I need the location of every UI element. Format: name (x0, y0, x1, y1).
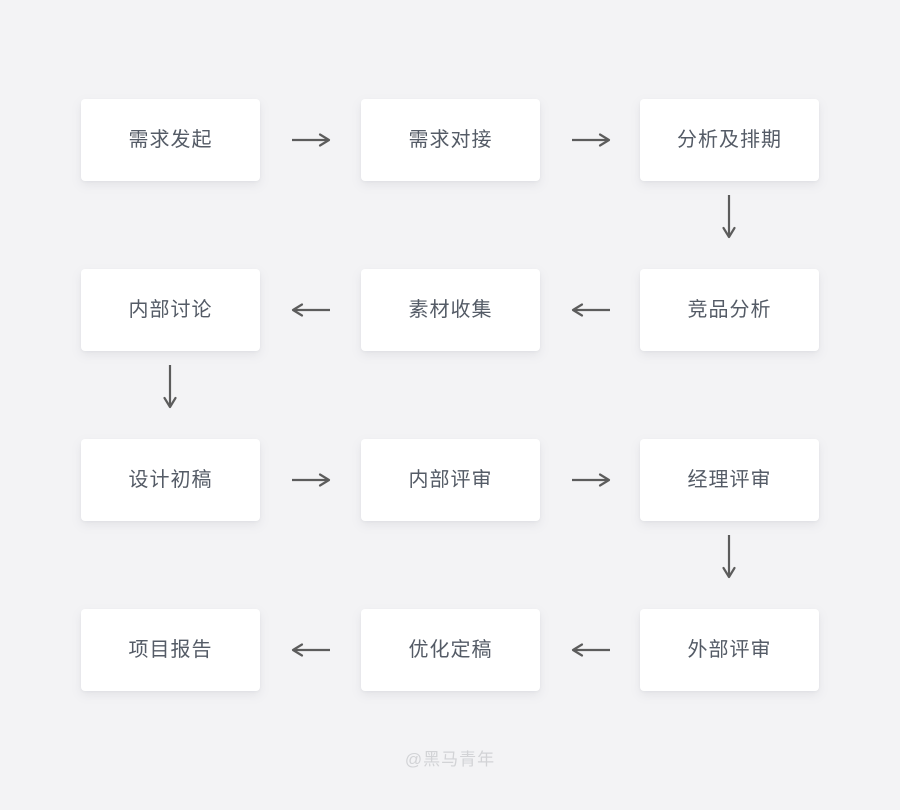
arrow-left-icon (281, 638, 341, 662)
arrow-left-icon (281, 298, 341, 322)
flow-node-requirement-handoff[interactable]: 需求对接 (361, 99, 540, 181)
flow-node-manager-review[interactable]: 经理评审 (640, 439, 819, 521)
flow-node-requirement-initiation[interactable]: 需求发起 (81, 99, 260, 181)
node-label: 外部评审 (687, 639, 772, 661)
flow-node-optimized-final-draft[interactable]: 优化定稿 (361, 609, 540, 691)
flow-node-material-collection[interactable]: 素材收集 (361, 269, 540, 351)
node-label: 项目报告 (128, 639, 213, 661)
flow-node-internal-discussion[interactable]: 内部讨论 (81, 269, 260, 351)
arrow-left-icon (561, 638, 621, 662)
flow-node-design-draft[interactable]: 设计初稿 (81, 439, 260, 521)
node-label: 内部讨论 (128, 299, 213, 321)
node-label: 内部评审 (408, 469, 493, 491)
node-label: 素材收集 (408, 299, 493, 321)
node-label: 分析及排期 (677, 129, 782, 151)
arrow-right-icon (281, 468, 341, 492)
arrow-right-icon (281, 128, 341, 152)
flow-node-analysis-and-scheduling[interactable]: 分析及排期 (640, 99, 819, 181)
node-label: 需求对接 (408, 129, 493, 151)
flow-node-project-report[interactable]: 项目报告 (81, 609, 260, 691)
node-label: 竞品分析 (687, 299, 772, 321)
arrow-down-icon (158, 360, 182, 420)
node-label: 优化定稿 (408, 639, 493, 661)
flow-node-competitor-analysis[interactable]: 竞品分析 (640, 269, 819, 351)
node-label: 经理评审 (687, 469, 772, 491)
arrow-right-icon (561, 468, 621, 492)
flow-node-internal-review[interactable]: 内部评审 (361, 439, 540, 521)
arrow-left-icon (561, 298, 621, 322)
flow-node-external-review[interactable]: 外部评审 (640, 609, 819, 691)
arrow-down-icon (717, 530, 741, 590)
watermark: @黑马青年 (404, 750, 496, 769)
node-label: 设计初稿 (128, 469, 213, 491)
node-label: 需求发起 (128, 129, 213, 151)
arrow-right-icon (561, 128, 621, 152)
arrow-down-icon (717, 190, 741, 250)
